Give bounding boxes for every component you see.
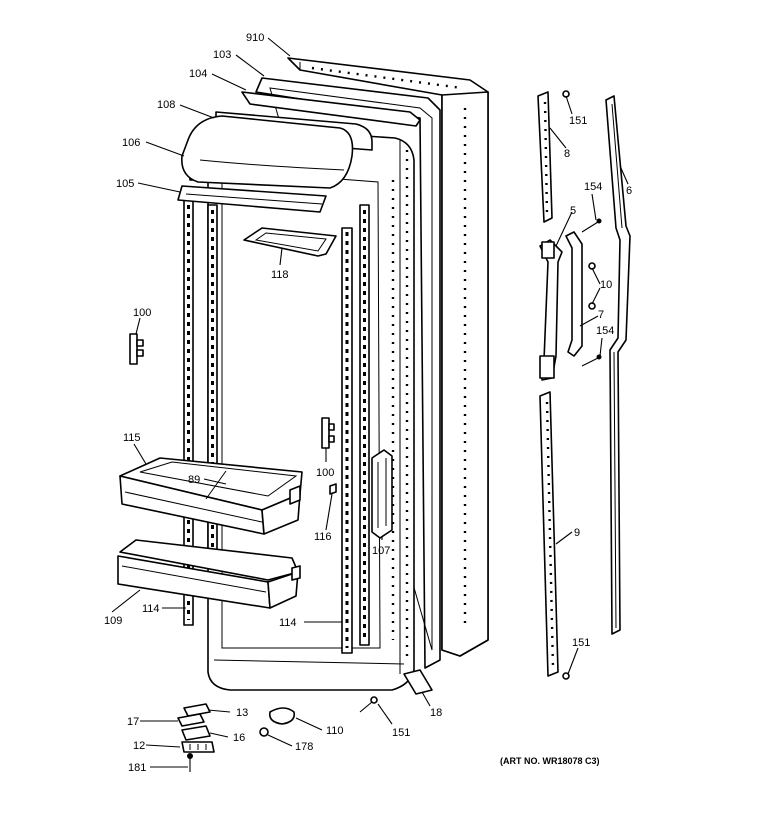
liner-right-rails <box>341 204 370 654</box>
bin-115 <box>119 457 303 535</box>
handle-5 <box>539 239 563 381</box>
hinge-bracket-8 <box>537 91 553 223</box>
small-screws <box>359 90 602 713</box>
label-12: 12 <box>133 740 145 752</box>
label-103: 103 <box>213 49 231 61</box>
label-9: 9 <box>574 527 580 539</box>
bracket-100-left <box>129 333 144 365</box>
label-106: 106 <box>122 137 140 149</box>
part-labels: 910 103 104 108 106 105 118 100 115 89 1… <box>104 32 632 774</box>
label-154-bottom: 154 <box>596 325 614 337</box>
label-107: 107 <box>372 545 390 557</box>
nut-178 <box>259 727 269 737</box>
long-trim-6 <box>605 95 631 635</box>
label-151-top: 151 <box>569 115 587 127</box>
bin-109 <box>117 539 301 609</box>
tray-118 <box>243 227 337 257</box>
hinge-parts <box>177 703 215 772</box>
label-10: 10 <box>600 279 612 291</box>
label-118: 118 <box>271 269 289 281</box>
label-114-left: 114 <box>142 603 160 615</box>
label-109: 109 <box>104 615 122 627</box>
label-89: 89 <box>188 474 200 486</box>
cap-110 <box>268 707 296 725</box>
lower-trim-9 <box>539 391 559 677</box>
strip-18 <box>403 669 433 695</box>
art-number: (ART NO. WR18078 C3) <box>500 756 600 766</box>
label-104: 104 <box>189 68 207 80</box>
label-151-right: 151 <box>572 637 590 649</box>
label-100-left: 100 <box>133 307 151 319</box>
label-18: 18 <box>430 707 442 719</box>
label-910: 910 <box>246 32 264 44</box>
label-13: 13 <box>236 707 248 719</box>
label-17: 17 <box>127 716 139 728</box>
label-16: 16 <box>233 732 245 744</box>
label-6: 6 <box>626 185 632 197</box>
label-178: 178 <box>295 741 313 753</box>
label-181: 181 <box>128 762 146 774</box>
dairy-compartment <box>177 111 373 213</box>
label-115: 115 <box>123 432 141 444</box>
handle-clip-107 <box>371 449 393 539</box>
label-110: 110 <box>326 725 344 737</box>
label-151-bottom: 151 <box>392 727 410 739</box>
handle-trim-7 <box>565 231 583 357</box>
label-7: 7 <box>598 309 604 321</box>
label-154-top: 154 <box>584 181 602 193</box>
label-100-right: 100 <box>316 467 334 479</box>
label-116: 116 <box>314 531 332 543</box>
screw-116 <box>329 483 337 495</box>
label-114-right: 114 <box>279 617 297 629</box>
label-8: 8 <box>564 148 570 160</box>
label-108: 108 <box>157 99 175 111</box>
leader-lines <box>111 37 629 768</box>
label-105: 105 <box>116 178 134 190</box>
label-5: 5 <box>570 205 576 217</box>
screws-10 <box>588 262 596 310</box>
outer-door-panel <box>287 57 489 657</box>
